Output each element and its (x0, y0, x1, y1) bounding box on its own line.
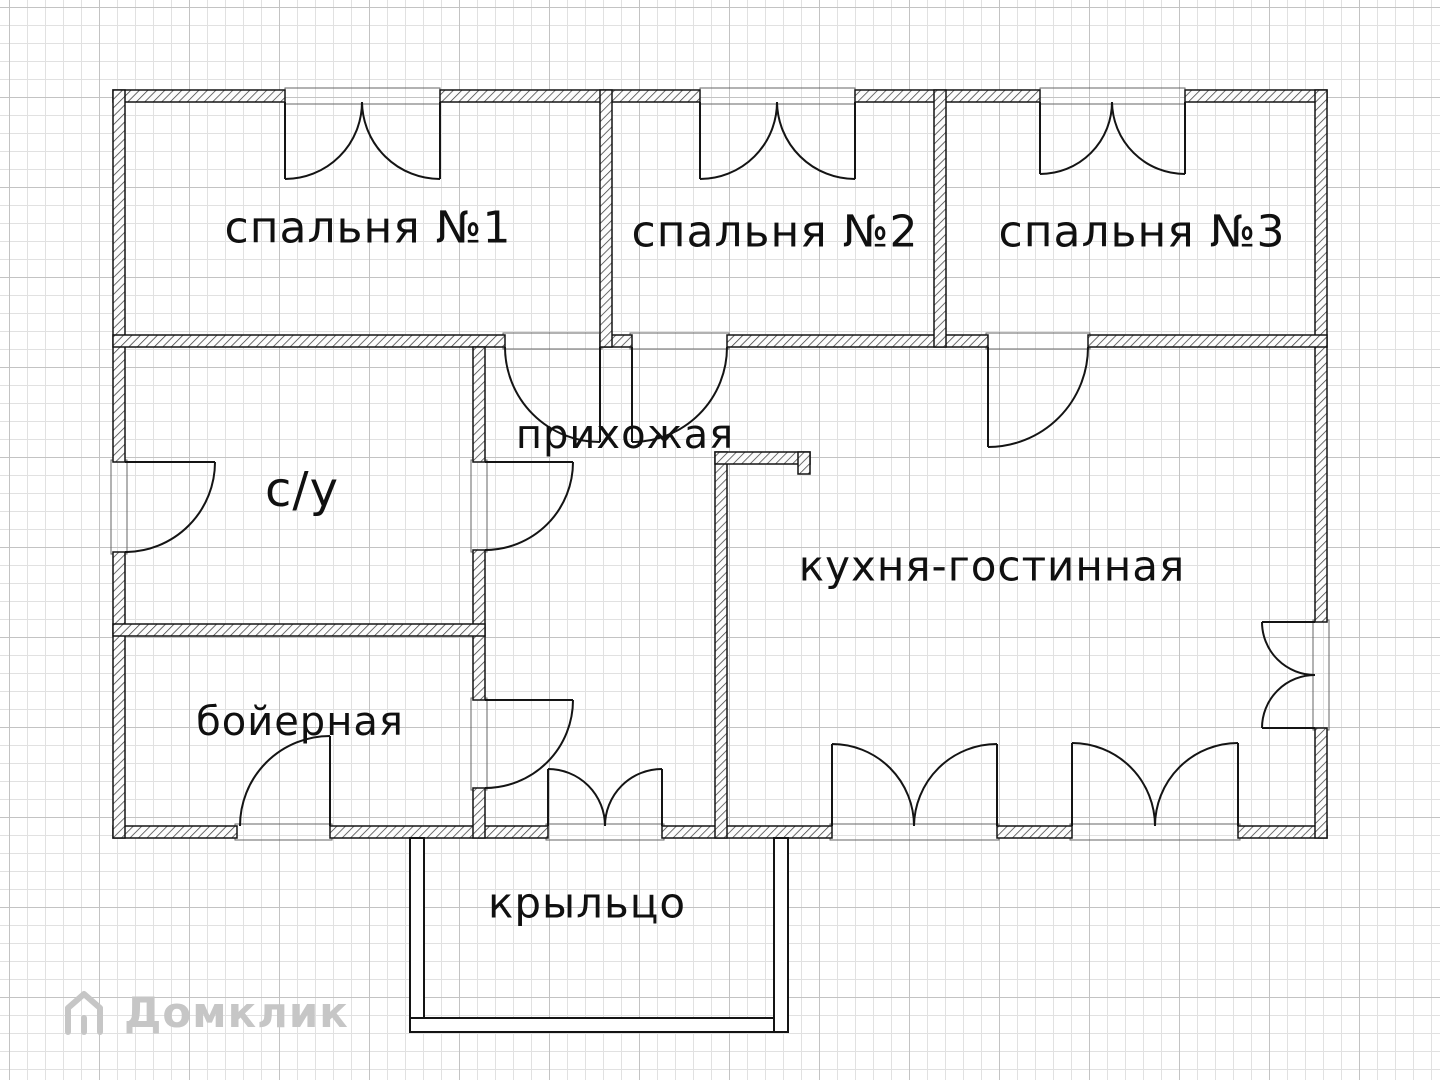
room-label-kitchen-living: кухня-гостинная (798, 541, 1186, 591)
porch-walls (409, 837, 789, 1033)
room-label-bathroom: с/у (265, 462, 339, 518)
house-icon (65, 991, 103, 1035)
room-label-boiler: бойерная (196, 699, 404, 745)
room-label-hallway: прихожая (515, 412, 735, 458)
doors (124, 101, 1316, 827)
room-label-bedroom2: спальня №2 (631, 206, 919, 258)
room-label-bedroom3: спальня №3 (998, 206, 1286, 258)
watermark-text: Домклик (124, 987, 349, 1037)
room-label-porch: крыльцо (487, 878, 687, 928)
domclick-watermark: Домклик (58, 986, 349, 1038)
room-label-bedroom1: спальня №1 (224, 202, 512, 254)
walls (112, 89, 1328, 839)
